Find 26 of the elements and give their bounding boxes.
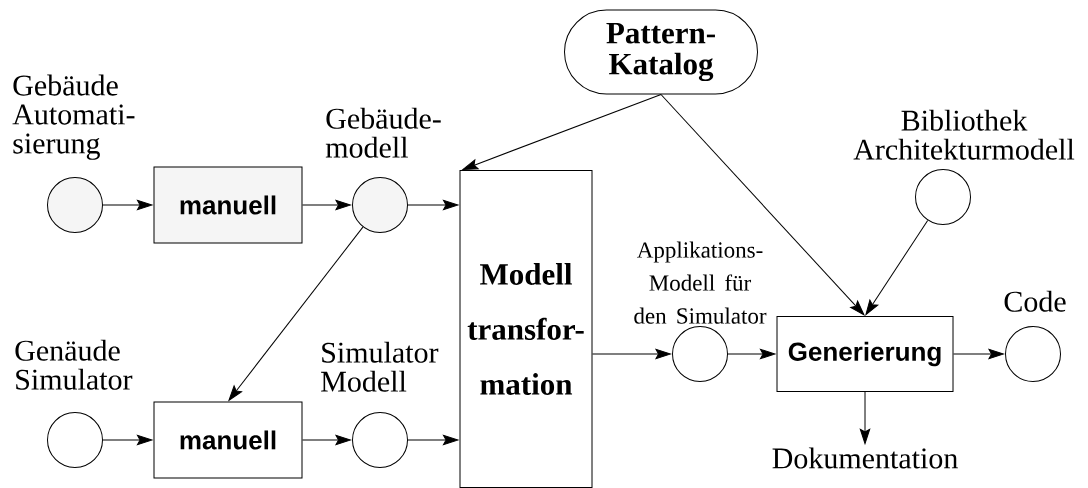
- arrow: [302, 199, 351, 211]
- arrow: [865, 219, 929, 316]
- arrow: [660, 94, 865, 316]
- arrow: [462, 94, 662, 170]
- node-label: Bibliothek Architekturmodell: [853, 109, 1075, 160]
- node-label: Applikations- Modell für den Simulator: [634, 241, 767, 324]
- arrow: [228, 226, 364, 401]
- arrow: [302, 434, 351, 446]
- process-box: Modell transfor- mation: [459, 170, 593, 488]
- arrow: [953, 348, 1004, 360]
- arrow: [407, 434, 459, 446]
- process-box: Generierung: [776, 316, 954, 392]
- process-box: manuell: [153, 166, 303, 244]
- arrow: [859, 391, 871, 445]
- arrow: [102, 434, 153, 446]
- arrow: [592, 348, 671, 360]
- node-label: Code: [1004, 290, 1066, 312]
- node-label: Genäude Simulator: [15, 339, 133, 390]
- node-label: Gebäude- modell: [325, 107, 441, 158]
- node-label: Gebäude Automati- sierung: [12, 74, 135, 160]
- arrow: [727, 348, 776, 360]
- node-label: Simulator Modell: [321, 341, 439, 392]
- arrow: [407, 199, 459, 211]
- text-label: Dokumentation: [772, 447, 958, 469]
- arrow: [102, 199, 153, 211]
- process-box: manuell: [153, 401, 303, 479]
